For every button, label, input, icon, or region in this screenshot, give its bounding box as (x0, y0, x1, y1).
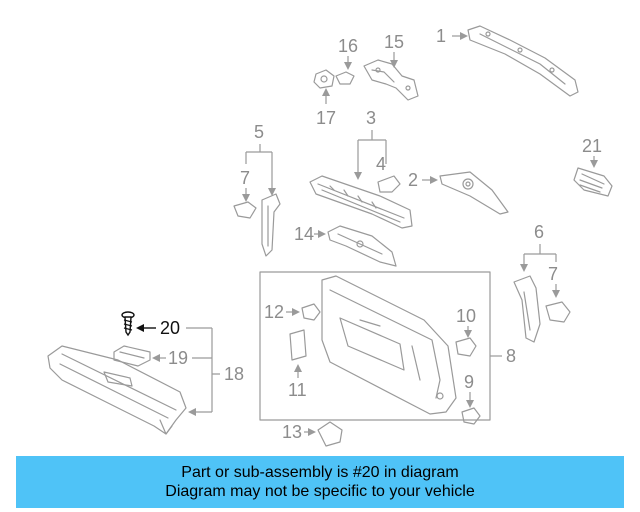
part-18-cargo-cover (47, 345, 187, 435)
callout-19: 19 (152, 348, 188, 368)
callout-8: 8 (490, 346, 516, 366)
callout-10: 10 (456, 306, 476, 338)
banner-line-1: Part or sub-assembly is #20 in diagram (181, 464, 459, 481)
callout-label-15: 15 (384, 32, 404, 52)
callout-14: 14 (294, 224, 326, 244)
callout-13: 13 (282, 422, 316, 442)
part-3-sill-plate (309, 175, 413, 229)
part-8-door-trim-box (259, 271, 491, 421)
part-12-fastener (301, 303, 321, 321)
callout-15: 15 (384, 32, 404, 68)
callout-label-9: 9 (464, 372, 474, 392)
part-17-grommet (313, 69, 335, 89)
callout-label-12: 12 (264, 302, 284, 322)
callout-11: 11 (288, 364, 307, 400)
part-7-clip-right (545, 301, 571, 323)
callout-label-19: 19 (168, 348, 188, 368)
callout-20: 20 (136, 318, 180, 338)
callout-1: 1 (436, 26, 468, 46)
callout-label-10: 10 (456, 306, 476, 326)
part-10-clip (455, 337, 477, 357)
part-14-scuff-panel (327, 225, 397, 267)
part-19-pad (113, 345, 151, 367)
callout-21: 21 (582, 136, 602, 168)
part-4-clip (377, 175, 401, 193)
info-banner: Part or sub-assembly is #20 in diagram D… (16, 456, 624, 508)
callout-label-20: 20 (160, 318, 180, 338)
callout-label-11: 11 (288, 380, 307, 400)
part-1-trim-molding (467, 25, 579, 97)
callout-label-2: 2 (408, 170, 418, 190)
callout-label-8: 8 (506, 346, 516, 366)
callout-label-16: 16 (338, 36, 358, 56)
callout-3: 3 (354, 108, 387, 180)
part-21-vent (573, 167, 613, 197)
part-20-screw (121, 311, 135, 337)
part-7-clip-left (233, 201, 257, 219)
callout-6: 6 (520, 222, 557, 272)
callout-label-17: 17 (316, 108, 336, 128)
callout-16: 16 (338, 36, 358, 70)
callout-label-6: 6 (534, 222, 544, 242)
callout-label-13: 13 (282, 422, 302, 442)
callout-9: 9 (464, 372, 474, 408)
callout-12: 12 (264, 302, 300, 322)
callout-18: 18 (186, 327, 244, 416)
callout-17: 17 (316, 88, 336, 128)
callout-label-4: 4 (376, 154, 386, 174)
part-11-insulator (289, 329, 307, 361)
callout-5: 5 (245, 122, 276, 196)
part-15-bracket (363, 59, 419, 101)
callout-label-14: 14 (294, 224, 314, 244)
part-6-pillar-trim (513, 275, 541, 343)
callout-7b: 7 (548, 264, 560, 298)
part-5-pillar-trim (261, 193, 281, 257)
callout-label-21: 21 (582, 136, 602, 156)
part-9-clip (461, 407, 481, 425)
callout-7a: 7 (240, 168, 250, 202)
part-16-clip (335, 71, 355, 85)
callout-4: 4 (376, 154, 386, 174)
callout-label-3: 3 (366, 108, 376, 128)
callout-label-5: 5 (254, 122, 264, 142)
banner-line-2: Diagram may not be specific to your vehi… (165, 483, 475, 500)
callout-label-1: 1 (436, 26, 446, 46)
callout-label-18: 18 (224, 364, 244, 384)
callout-label-7a: 7 (240, 168, 250, 188)
part-2-trim-panel (439, 171, 509, 215)
part-13-grommet (317, 421, 343, 447)
callout-label-7b: 7 (548, 264, 558, 284)
callout-2: 2 (408, 170, 438, 190)
